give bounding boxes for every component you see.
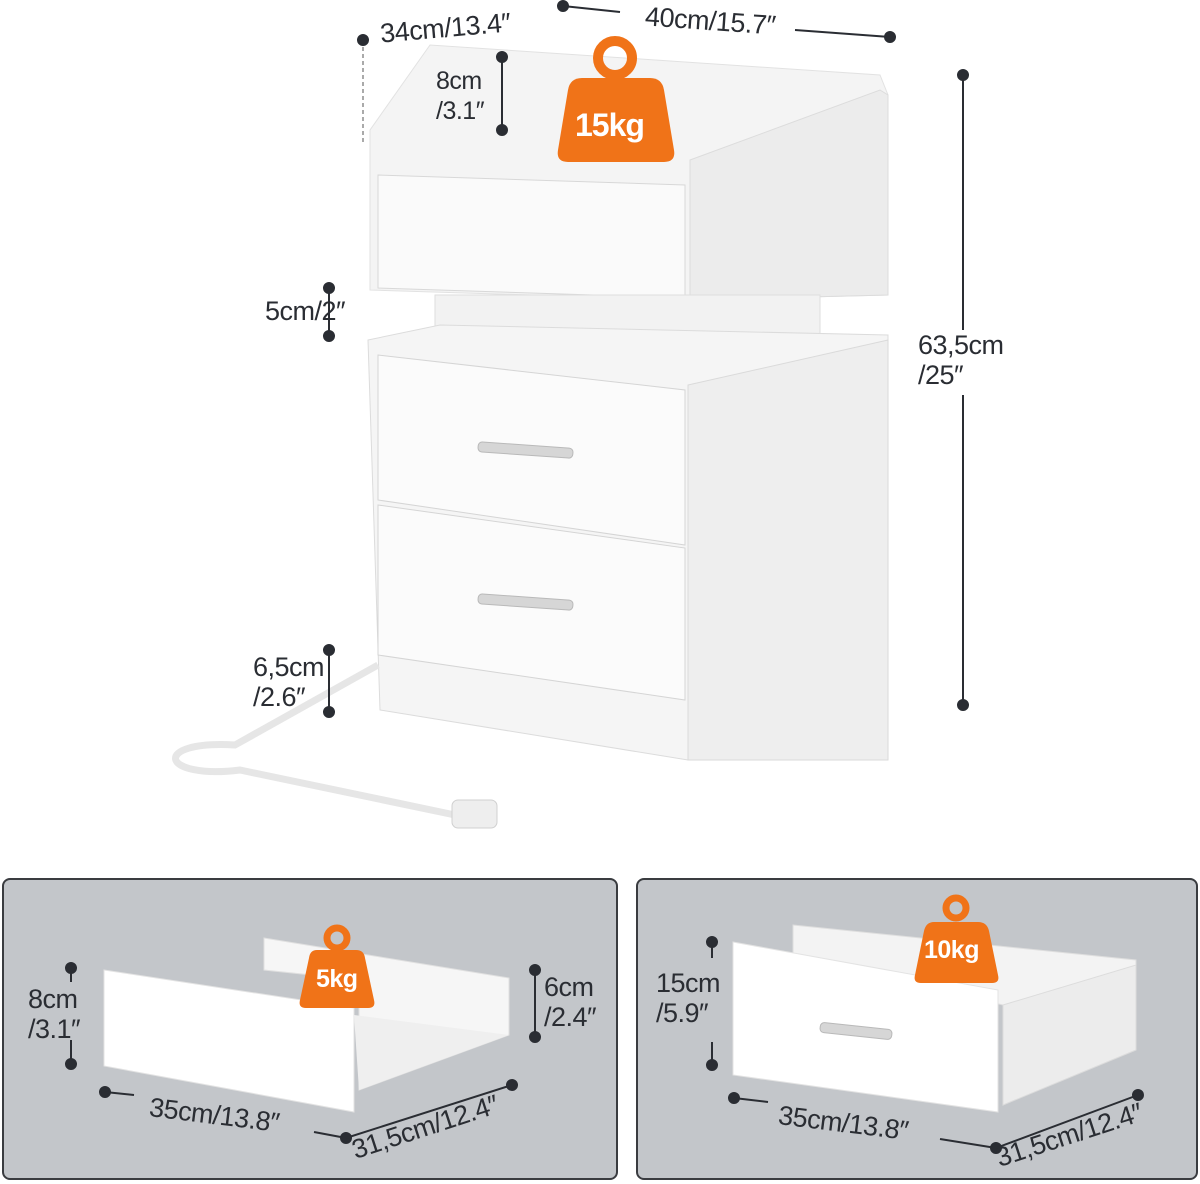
drawer1-inner-height-cm: 6cm: [544, 972, 594, 1002]
base-height-in: /2.6″: [253, 682, 306, 712]
gap-height-label: 5cm/2″: [265, 296, 346, 326]
tray-height-in: /3.1″: [436, 97, 485, 125]
lower-drawer-illustration: [706, 894, 1144, 1154]
top-drawer-illustration: [65, 924, 541, 1144]
weight-icon-15kg: [557, 36, 675, 162]
drawer1-weight-label: 5kg: [316, 965, 358, 993]
weight-icon-5kg: [299, 924, 375, 1008]
tray-height-cm: 8cm: [436, 67, 482, 95]
drawer1-height-in: /3.1″: [28, 1014, 81, 1044]
drawer2-height-cm: 15cm: [656, 968, 721, 998]
drawer2-height-in: /5.9″: [656, 998, 709, 1028]
drawer1-inner-height-in: /2.4″: [544, 1002, 597, 1032]
drawer1-height-cm: 8cm: [28, 984, 78, 1014]
drawer2-weight-label: 10kg: [924, 936, 979, 964]
total-height-cm: 63,5cm: [918, 330, 1004, 360]
weight-icon-10kg: [914, 894, 999, 983]
nightstand-illustration: [172, 0, 969, 829]
top-weight-label: 15kg: [575, 107, 645, 143]
base-height-cm: 6,5cm: [253, 652, 325, 682]
lower-drawer-panel: 15cm /5.9″ 10kg 35cm/13.8″ 31,5cm/12.4″: [636, 878, 1198, 1180]
total-height-in: /25″: [918, 360, 964, 390]
top-drawer-panel: 8cm /3.1″ 5kg 6cm /2.4″ 35cm/13.8″ 31,5c…: [2, 878, 618, 1180]
